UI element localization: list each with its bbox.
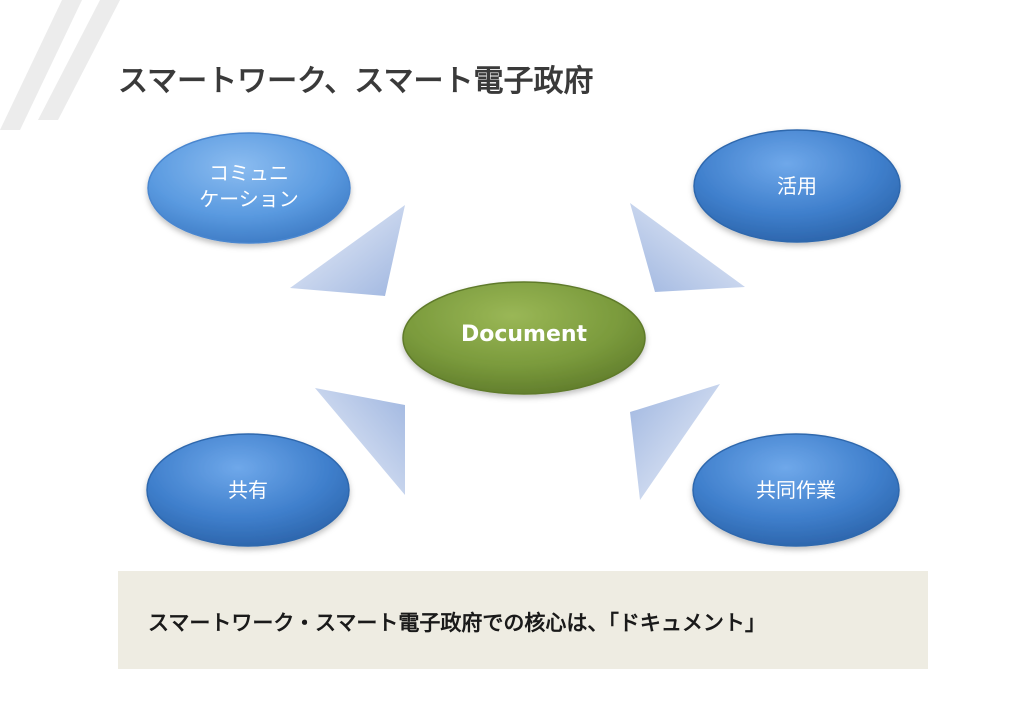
node-utilization-label: 活用	[777, 174, 817, 198]
arrow-top-left	[290, 205, 405, 296]
caption-text: スマートワーク・スマート電子政府での核心は、「ドキュメント」	[148, 611, 766, 635]
document-diagram	[146, 129, 901, 547]
node-communication-label: コミュニ ケーション	[149, 160, 349, 212]
node-communication	[147, 132, 351, 244]
node-collaboration	[692, 433, 900, 547]
caption-box: スマートワーク・スマート電子政府での核心は、「ドキュメント」	[118, 571, 928, 669]
arrow-bottom-left	[315, 388, 405, 495]
arrow-bottom-right	[630, 384, 720, 500]
node-utilization	[693, 129, 901, 243]
node-communication-line1: コミュニ	[209, 161, 289, 185]
page-title: スマートワーク、スマート電子政府	[118, 64, 594, 99]
node-communication-line2: ケーション	[199, 187, 299, 211]
node-document	[402, 281, 646, 395]
node-collaboration-label: 共同作業	[756, 478, 836, 502]
decorative-slash-icon	[0, 0, 120, 130]
arrow-top-right	[630, 203, 745, 292]
node-sharing-label: 共有	[228, 478, 268, 502]
node-sharing	[146, 433, 350, 547]
node-document-label: Document	[460, 322, 588, 347]
